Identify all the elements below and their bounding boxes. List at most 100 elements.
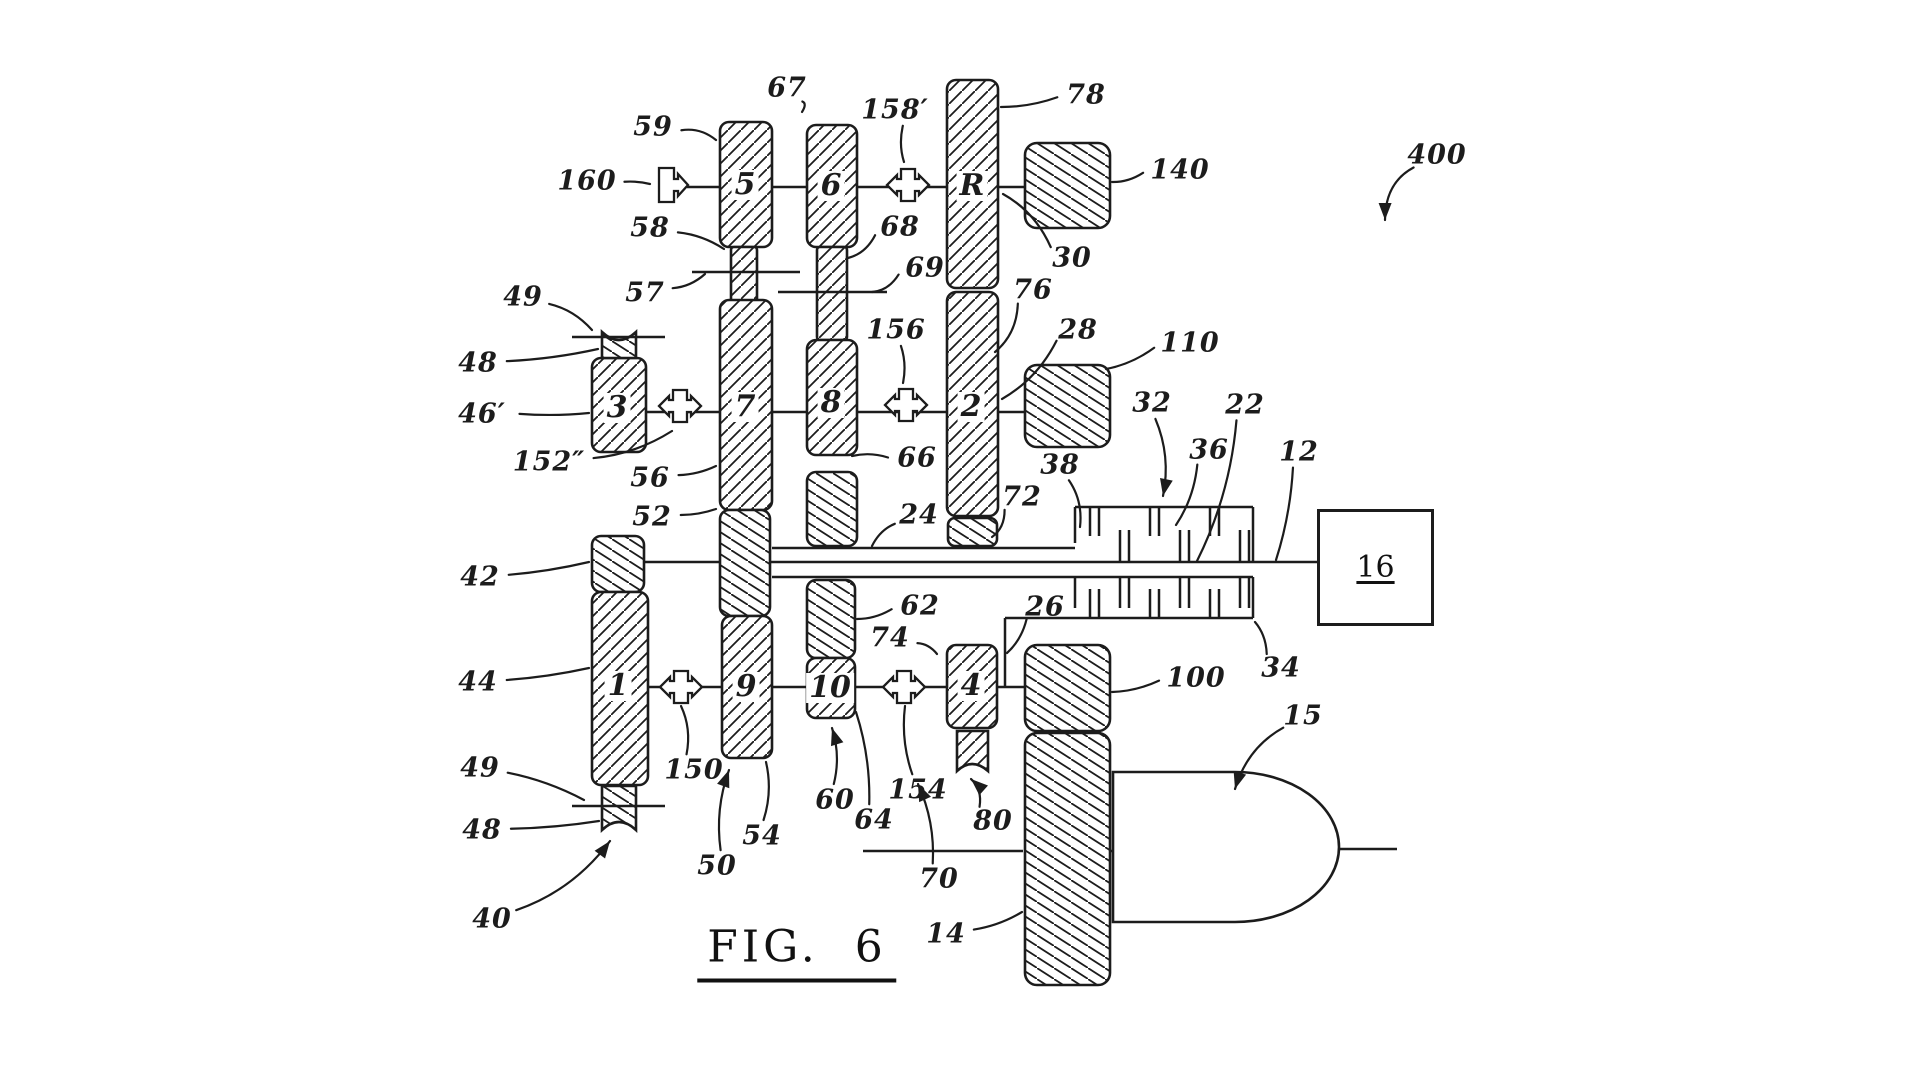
shaft-stub-58	[729, 245, 759, 304]
leader-68	[846, 234, 877, 260]
figure-caption: FIG. 6	[697, 922, 897, 983]
ref-label-32: 32	[1132, 387, 1172, 419]
coupler-156	[883, 387, 929, 423]
ref-label-62: 62	[900, 590, 940, 622]
ref-label-154: 154	[888, 774, 948, 806]
arrowhead-80	[971, 779, 988, 796]
leader-38	[1067, 479, 1082, 529]
leader-46′	[518, 411, 591, 417]
stub-80	[955, 729, 990, 774]
leader-22	[1195, 419, 1238, 563]
leader-57	[671, 272, 707, 290]
output-box-label: 16	[1356, 550, 1395, 585]
gear-14	[1023, 731, 1112, 987]
ref-label-44: 44	[458, 666, 498, 698]
ref-label-80: 80	[973, 805, 1013, 837]
leader-140	[1110, 171, 1145, 184]
leader-100	[1110, 679, 1161, 694]
leader-59	[680, 128, 718, 142]
ref-label-15: 15	[1283, 700, 1323, 732]
arrowhead-70	[918, 784, 931, 803]
arrowhead-40	[594, 841, 610, 859]
leader-28	[1000, 339, 1058, 401]
leader-72	[990, 508, 1006, 539]
ref-label-67: 67	[767, 72, 807, 104]
ref-label-78: 78	[1066, 79, 1106, 111]
output-box-16: 16	[1317, 509, 1434, 626]
ref-label-160: 160	[557, 165, 617, 197]
ref-label-74: 74	[870, 622, 910, 654]
gear-110	[1023, 363, 1112, 449]
arrowhead-60	[831, 728, 844, 747]
ref-label-24: 24	[899, 499, 939, 531]
gear-62	[805, 578, 857, 660]
ref-label-40: 40	[472, 903, 512, 935]
gear-100	[1023, 643, 1112, 733]
coupler-152	[657, 388, 703, 424]
leader-66	[850, 453, 890, 459]
bearing-top	[600, 328, 638, 360]
gear-2-number: 2	[957, 392, 985, 422]
gear-42	[590, 534, 646, 594]
gear-7-number: 7	[731, 392, 759, 422]
leader-156	[899, 344, 906, 385]
ref-label-48: 48	[458, 347, 498, 379]
gear-5-number: 5	[731, 170, 759, 200]
ref-label-50: 50	[697, 850, 737, 882]
ref-label-56: 56	[630, 462, 670, 494]
gear-9-number: 9	[732, 672, 760, 702]
shaft-stub-68	[815, 245, 849, 342]
leader-110	[1104, 346, 1156, 371]
ref-label-54: 54	[742, 820, 782, 852]
leader-158′	[899, 124, 906, 164]
leader-152″	[592, 429, 674, 460]
ref-label-58: 58	[630, 212, 670, 244]
leader-42	[507, 560, 591, 576]
gear-140	[1023, 141, 1112, 230]
ref-label-68: 68	[880, 211, 920, 243]
gear-72	[946, 516, 999, 548]
ref-label-52: 52	[632, 501, 672, 533]
ref-label-69: 69	[905, 252, 945, 284]
ref-label-66: 66	[897, 442, 937, 474]
leader-14	[972, 910, 1024, 931]
ref-label-38: 38	[1040, 449, 1080, 481]
bearing-bottom	[600, 784, 638, 834]
ref-label-12: 12	[1279, 436, 1319, 468]
ref-label-14: 14	[926, 918, 966, 950]
gear-10-number: 10	[806, 673, 854, 703]
gear-3-number: 3	[603, 393, 631, 423]
gear-R-number: R	[956, 171, 988, 201]
ref-label-26: 26	[1025, 591, 1065, 623]
ref-label-42: 42	[460, 561, 500, 593]
gear-52	[718, 508, 772, 618]
gear-4-number: 4	[957, 671, 985, 701]
coupler-158	[885, 167, 931, 203]
leader-12	[1274, 466, 1295, 562]
ref-label-110: 110	[1160, 327, 1220, 359]
arrowhead-15	[1233, 770, 1247, 789]
leader-69	[870, 273, 900, 294]
ref-label-152″: 152″	[512, 446, 586, 478]
gear-8-number: 8	[817, 388, 845, 418]
gear-24	[805, 470, 859, 548]
coupler-150	[658, 669, 704, 705]
arrowhead-32	[1160, 478, 1173, 496]
leader-52	[679, 507, 718, 517]
leader-62	[855, 608, 893, 621]
leader-34	[1253, 620, 1268, 656]
ref-label-34: 34	[1261, 652, 1301, 684]
ref-label-49: 49	[460, 752, 500, 784]
leader-26	[1005, 618, 1028, 655]
leader-150	[679, 704, 690, 756]
ref-label-70: 70	[919, 863, 959, 895]
ref-label-48: 48	[462, 814, 502, 846]
leader-56	[677, 464, 718, 477]
leader-160	[623, 180, 652, 186]
ref-label-60: 60	[815, 784, 855, 816]
ref-label-46′: 46′	[458, 398, 506, 430]
leader-154	[902, 704, 914, 776]
ref-label-49: 49	[503, 281, 543, 313]
leader-54	[762, 760, 770, 822]
